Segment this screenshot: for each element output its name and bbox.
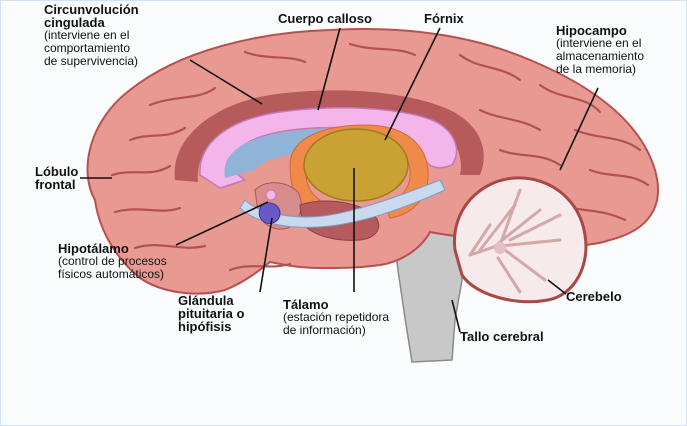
cerebellum-shape [452,176,588,304]
label-cerebellum: Cerebelo [566,290,622,303]
label-hypothalamus: Hipotálamo (control de procesos físicos … [58,242,167,281]
pituitary-gland-shape [265,189,277,201]
hippocampus-desc-line3: de la memoria) [556,62,637,76]
lower-arc-shape [239,179,446,228]
cerebellum-title: Cerebelo [566,289,622,304]
pituitary-title-line1: Glándula [178,293,234,308]
hypothalamus-desc-line1: (control de procesos [58,254,167,268]
label-cingulate-gyrus: Circunvolución cingulada (interviene en … [44,3,139,68]
label-pituitary: Glándula pituitaria o hipófisis [178,294,244,333]
label-fornix: Fórnix [424,12,464,25]
fornix-title: Fórnix [424,11,464,26]
hippocampus-desc-line2: almacenamiento [556,49,645,63]
thalamus-desc-line2: de información) [283,323,366,337]
cerebellum-core [494,242,506,254]
hypothalamus-title: Hipotálamo [58,241,129,256]
brainstem-title: Tallo cerebral [460,329,544,344]
frontal-title-line1: Lóbulo [35,164,79,179]
cerebellum-group [452,176,588,304]
cingulate-desc-line3: de supervivencia) [44,54,139,68]
label-frontal-lobe: Lóbulo frontal [35,165,78,191]
cingulate-desc-line2: comportamiento [44,41,131,55]
label-corpus-callosum: Cuerpo calloso [278,12,372,25]
hypothalamus-desc-line2: físicos automáticos) [58,267,165,281]
hippocampus-title: Hipocampo [556,23,627,38]
thalamus-desc-line1: (estación repetidora [283,310,390,324]
corpus-title: Cuerpo calloso [278,11,372,26]
cerebellum-arbor [468,188,562,294]
cingulate-title-line2: cingulada [44,15,105,30]
pituitary-title-line3: hipófisis [178,319,232,334]
leader-lines [80,27,599,333]
pituitary-shape [258,202,281,225]
label-brainstem: Tallo cerebral [460,330,544,343]
cingulate-title-line1: Circunvolución [44,2,139,17]
cingulate-desc-line1: (interviene en el [44,28,130,42]
thalamus-shape [303,128,409,202]
thalamus-title: Tálamo [283,297,329,312]
label-hippocampus: Hipocampo (interviene en el almacenamien… [556,24,644,76]
hippocampus-desc-line1: (interviene en el [556,36,642,50]
cortex-gyri [110,42,650,272]
pituitary-title-line2: pituitaria o [178,306,245,321]
label-thalamus: Tálamo (estación repetidora de informaci… [283,298,389,337]
frontal-title-line2: frontal [35,177,76,192]
